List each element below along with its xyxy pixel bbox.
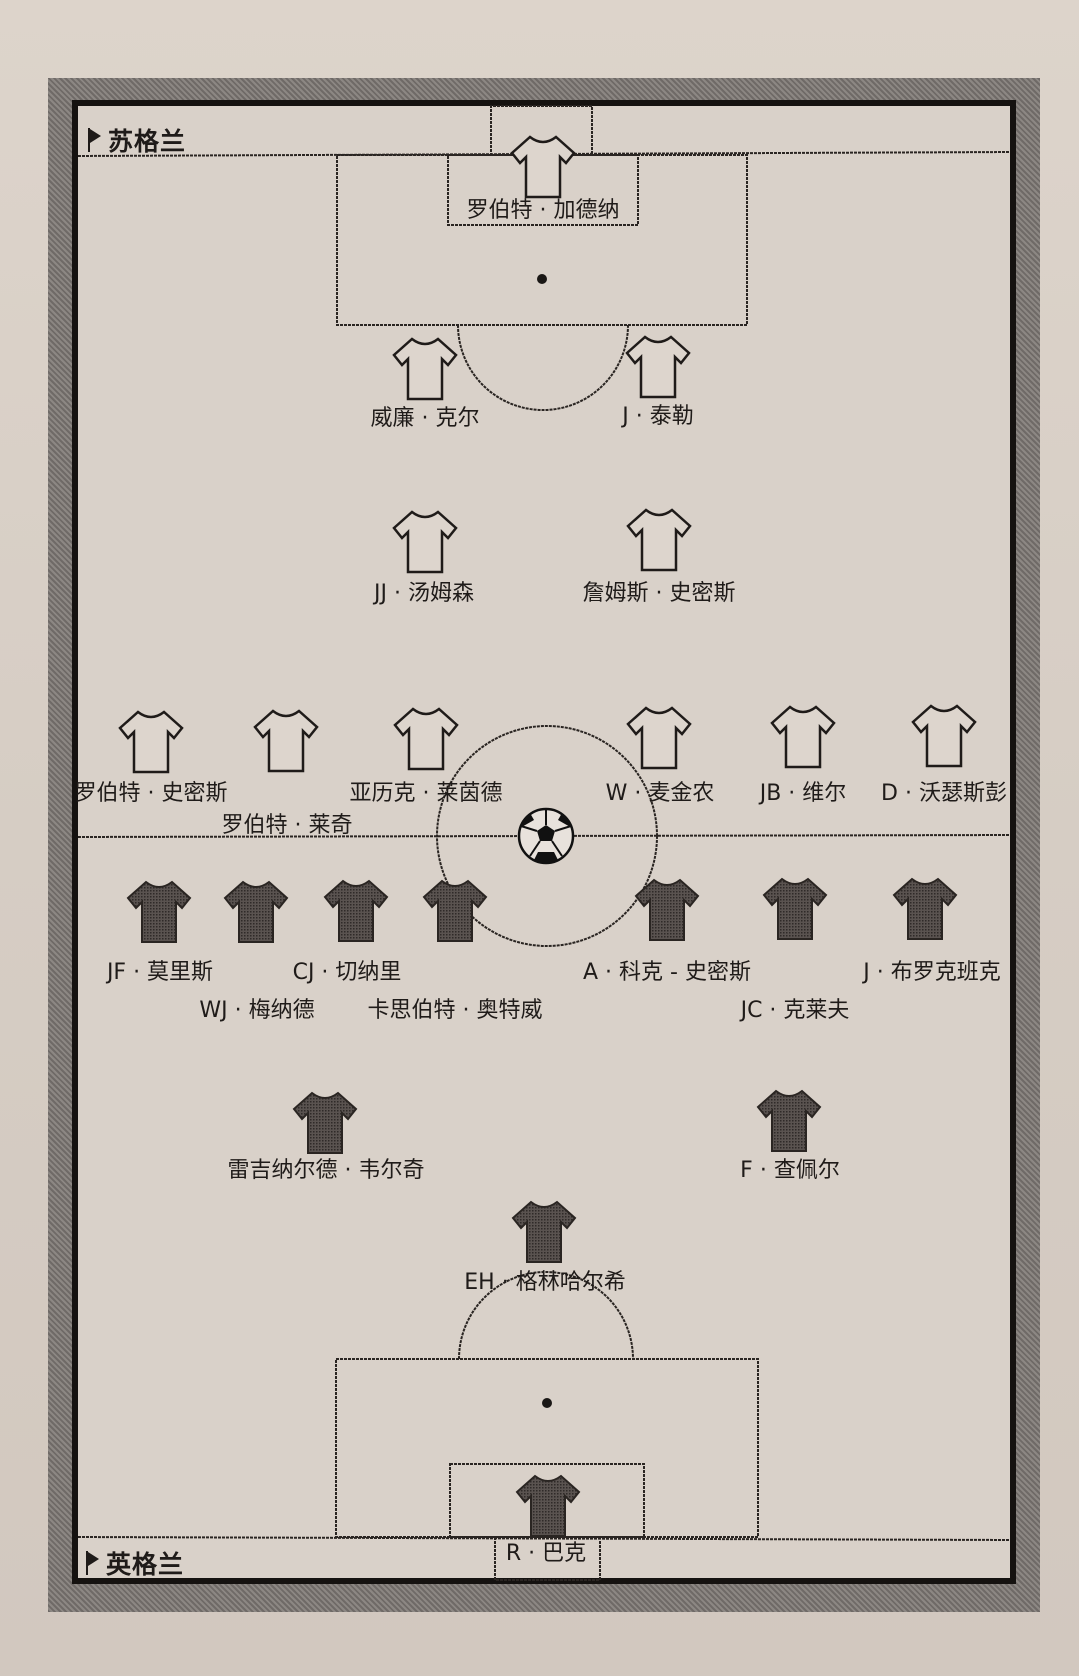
player-name: JC · 克莱夫 [740,998,850,1023]
player-name: 卡思伯特 · 奥特威 [367,998,543,1023]
shirt-icon [422,877,488,943]
shirt-icon [515,1472,581,1538]
player-name: EH · 格林哈尔希 [464,1270,626,1295]
team-label-england: 英格兰 [86,1545,184,1581]
shirt-icon [510,133,576,199]
shirt-icon [625,333,691,399]
shirt-icon [323,877,389,943]
shirt-icon [892,875,958,941]
shirt-icon [118,708,184,774]
shirt-icon [392,508,458,574]
shirt-icon [511,1198,577,1264]
player-name: A · 科克 - 史密斯 [583,960,751,985]
shirt-icon [911,702,977,768]
player-name: W · 麦金农 [605,781,715,806]
flag-icon [88,128,102,152]
shirt-icon [223,878,289,944]
football-icon [517,807,575,865]
shirt-icon [126,878,192,944]
shirt-icon [253,707,319,773]
player-name: R · 巴克 [505,1541,587,1566]
team-label-scotland: 苏格兰 [88,122,186,158]
team-name: 苏格兰 [108,127,187,156]
player-name: 罗伯特 · 史密斯 [74,781,228,806]
player-name: 詹姆斯 · 史密斯 [582,581,736,606]
shirt-icon [626,506,692,572]
player-name: WJ · 梅纳德 [199,998,315,1023]
pitch-board [72,100,1016,1584]
player-name: CJ · 切纳里 [292,960,402,985]
team-name: 英格兰 [106,1550,185,1579]
shirt-icon [626,704,692,770]
player-name: J · 布罗克班克 [863,960,1001,985]
player-name: JF · 莫里斯 [106,960,214,985]
shirt-icon [393,705,459,771]
shirt-icon [756,1087,822,1153]
player-name: JB · 维尔 [759,781,847,806]
shirt-icon [292,1089,358,1155]
player-name: 威廉 · 克尔 [370,406,480,431]
player-name: F · 查佩尔 [740,1158,840,1183]
shirt-icon [392,335,458,401]
player-name: JJ · 汤姆森 [374,581,474,606]
player-name: D · 沃瑟斯彭 [881,781,1007,806]
player-name: 雷吉纳尔德 · 韦尔奇 [227,1158,425,1183]
shirt-icon [762,875,828,941]
player-name: 罗伯特 · 加德纳 [466,198,620,223]
flag-icon [86,1551,100,1575]
player-name: 亚历克 · 莱茵德 [349,781,503,806]
player-name: J · 泰勒 [622,404,694,429]
player-name: 罗伯特 · 莱奇 [221,813,353,838]
shirt-icon [634,876,700,942]
shirt-icon [770,703,836,769]
